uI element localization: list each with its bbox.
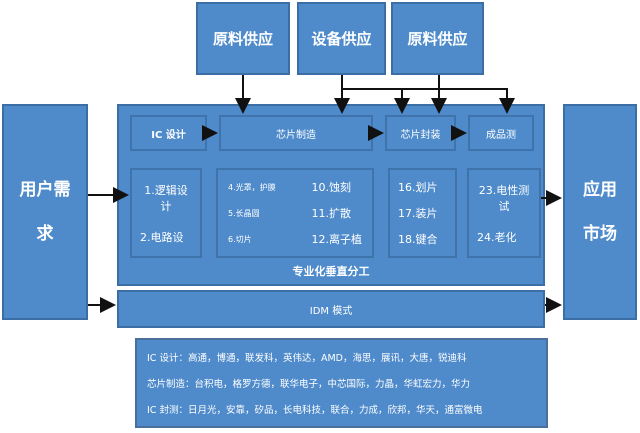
step: 1.逻辑设计 bbox=[144, 183, 188, 213]
package-steps: 16.划片 17.装片 18.键合 bbox=[388, 168, 457, 258]
company-line: IC 封测：日月光，安靠，矽品，长电科技，联合，力成，欣邦，华天，通富微电 bbox=[147, 405, 483, 416]
market-label: 应用市场 bbox=[583, 180, 617, 244]
step: 23.电性测试 bbox=[478, 183, 530, 213]
stage-test: 成品测 bbox=[468, 115, 534, 151]
step: 5.长晶圆 bbox=[228, 208, 260, 218]
supplier-box-1: 原料供应 bbox=[196, 2, 290, 75]
supplier-box-3: 原料供应 bbox=[391, 2, 484, 75]
supplier-label: 原料供应 bbox=[407, 30, 468, 48]
supplier-box-2: 设备供应 bbox=[297, 2, 386, 75]
company-line: 芯片制造：台积电，格罗方德，联华电子，中芯国际，力晶，华虹宏力，华力 bbox=[147, 379, 471, 390]
idm-label: IDM 模式 bbox=[309, 305, 353, 317]
user-demand-box: 用户需求 bbox=[2, 104, 88, 320]
stage-fab: 芯片制造 bbox=[219, 115, 373, 151]
arrow bbox=[342, 88, 515, 114]
step: 18.键合 bbox=[398, 233, 438, 246]
supplier-label: 原料供应 bbox=[212, 30, 273, 48]
step: 17.装片 bbox=[398, 207, 438, 220]
stage-label: 成品测 bbox=[486, 129, 516, 141]
stage-label: IC 设计 bbox=[151, 129, 186, 141]
user-demand-label: 用户需求 bbox=[19, 180, 71, 244]
companies-box: IC 设计：高通，博通，联发科，英伟达，AMD，海思，展讯，大唐，锐迪科 芯片制… bbox=[135, 338, 548, 428]
idm-bar: IDM 模式 bbox=[117, 290, 545, 328]
fab-steps: 4.光罩，护膜 5.长晶圆 6.切片 10.蚀刻 11.扩散 12.离子植 bbox=[216, 168, 374, 258]
stage-label: 芯片制造 bbox=[276, 129, 316, 141]
step: 16.划片 bbox=[398, 181, 438, 194]
stage-label: 芯片封装 bbox=[400, 129, 441, 141]
step: 10.蚀刻 bbox=[311, 181, 352, 194]
step: 12.离子植 bbox=[311, 233, 363, 246]
step: 6.切片 bbox=[228, 234, 252, 244]
design-steps: 1.逻辑设计 2.电路设 bbox=[130, 168, 202, 258]
step: 4.光罩，护膜 bbox=[228, 182, 276, 192]
panel-label: 专业化垂直分工 bbox=[292, 265, 370, 278]
company-line: IC 设计：高通，博通，联发科，英伟达，AMD，海思，展讯，大唐，锐迪科 bbox=[147, 353, 467, 364]
step: 2.电路设 bbox=[140, 230, 184, 244]
stage-ic-design: IC 设计 bbox=[130, 115, 207, 151]
supplier-label: 设备供应 bbox=[311, 30, 372, 48]
test-steps: 23.电性测试 24.老化 bbox=[467, 168, 541, 258]
step: 11.扩散 bbox=[311, 207, 352, 220]
step: 24.老化 bbox=[477, 230, 517, 244]
market-box: 应用市场 bbox=[563, 104, 637, 320]
